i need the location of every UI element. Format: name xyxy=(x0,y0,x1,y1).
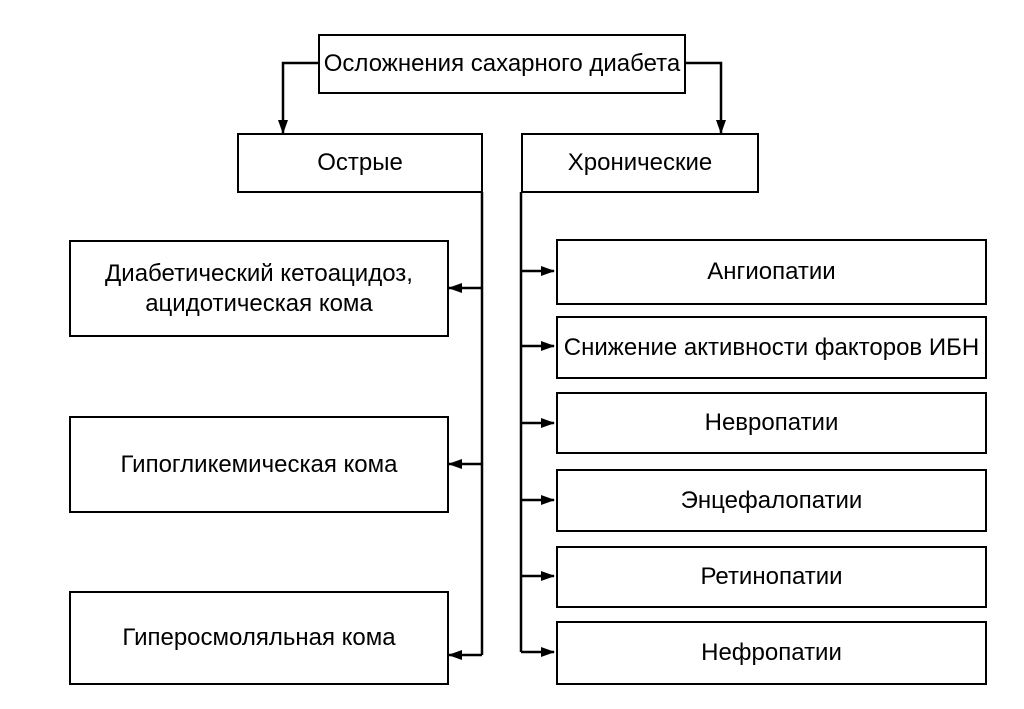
root-node: Осложнения сахарного диабета xyxy=(318,34,686,94)
chronic-item-nephropathy: Нефропатии xyxy=(556,621,987,685)
acute-item-label: Диабетический кетоацидоз, ацидотическая … xyxy=(105,259,413,317)
chronic-item-angiopathy: Ангиопатии xyxy=(556,239,987,305)
connector-root-chronic xyxy=(686,61,726,134)
chronic-item-label: Ангиопатии xyxy=(707,258,836,285)
chronic-item-label: Снижение активности факторов ИБН xyxy=(563,333,980,361)
acute-item-label: Гипогликемическая кома xyxy=(120,450,398,478)
chronic-item-label: Энцефалопатии xyxy=(680,486,863,514)
acute-node: Острые xyxy=(237,133,483,193)
chronic-node-label: Хронические xyxy=(567,149,713,176)
acute-item-hyperosmolar-coma: Гиперосмоляльная кома xyxy=(69,591,449,685)
chronic-item-label: Нефропатии xyxy=(701,639,842,666)
chronic-item-retinopathy: Ретинопатии xyxy=(556,546,987,608)
chronic-item-ibn-factors: Снижение активности факторов ИБН xyxy=(556,316,987,379)
acute-item-label: Гиперосмоляльная кома xyxy=(122,624,396,651)
root-node-label: Осложнения сахарного диабета xyxy=(323,50,681,77)
acute-item-ketoacidosis: Диабетический кетоацидоз, ацидотическая … xyxy=(69,240,449,337)
chronic-node: Хронические xyxy=(521,133,759,193)
acute-node-label: Острые xyxy=(317,149,403,176)
chronic-item-label: Невропатии xyxy=(704,409,839,436)
acute-item-hypoglycemic-coma: Гипогликемическая кома xyxy=(69,416,449,513)
connector-root-acute xyxy=(278,61,318,134)
chronic-item-neuropathy: Невропатии xyxy=(556,392,987,454)
chronic-item-encephalopathy: Энцефалопатии xyxy=(556,469,987,532)
chronic-item-label: Ретинопатии xyxy=(700,563,843,590)
